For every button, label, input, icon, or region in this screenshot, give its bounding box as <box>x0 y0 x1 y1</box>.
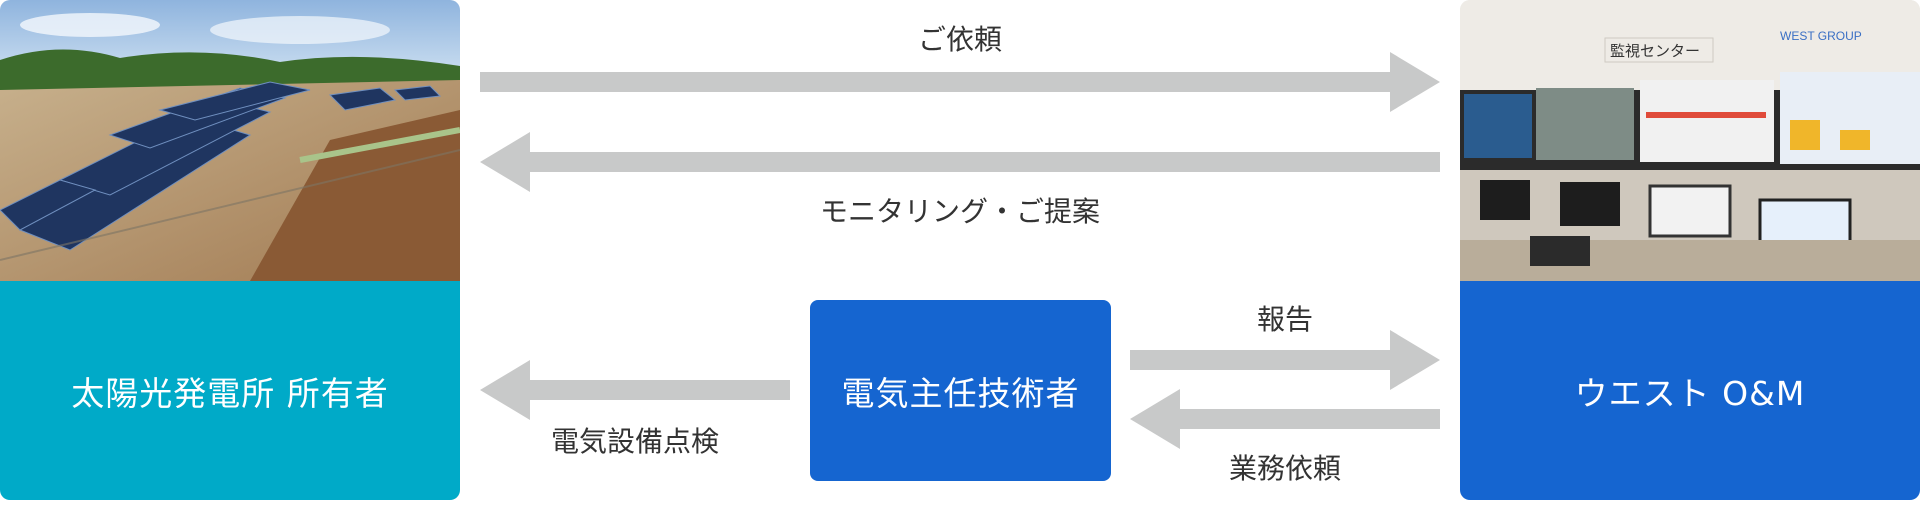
request-arrow <box>480 52 1440 112</box>
request-caption: ご依頼 <box>917 23 1002 56</box>
company-label: ウエスト O&M <box>1460 281 1920 500</box>
monitoring-caption: モニタリング・ご提案 <box>819 195 1100 228</box>
report-caption: 報告 <box>1256 303 1313 336</box>
monitoring-center-photo: 監視センター WEST GROUP <box>1460 0 1920 281</box>
inspection-caption: 電気設備点検 <box>550 425 719 458</box>
inspection-arrow <box>480 360 790 420</box>
company-card: 監視センター WEST GROUP ウエスト O&M <box>1460 0 1920 500</box>
owner-card: 太陽光発電所 所有者 <box>0 0 460 500</box>
svg-text:監視センター: 監視センター <box>1610 43 1700 60</box>
solar-farm-photo <box>0 0 460 281</box>
work-request-arrow <box>1130 389 1440 449</box>
engineer-label: 電気主任技術者 <box>841 373 1080 413</box>
owner-label: 太陽光発電所 所有者 <box>0 281 460 500</box>
engineer-box: 電気主任技術者 <box>810 300 1111 481</box>
svg-text:WEST GROUP: WEST GROUP <box>1780 29 1862 43</box>
work-request-caption: 業務依頼 <box>1228 452 1341 485</box>
monitoring-arrow <box>480 132 1440 192</box>
report-arrow <box>1130 330 1440 390</box>
